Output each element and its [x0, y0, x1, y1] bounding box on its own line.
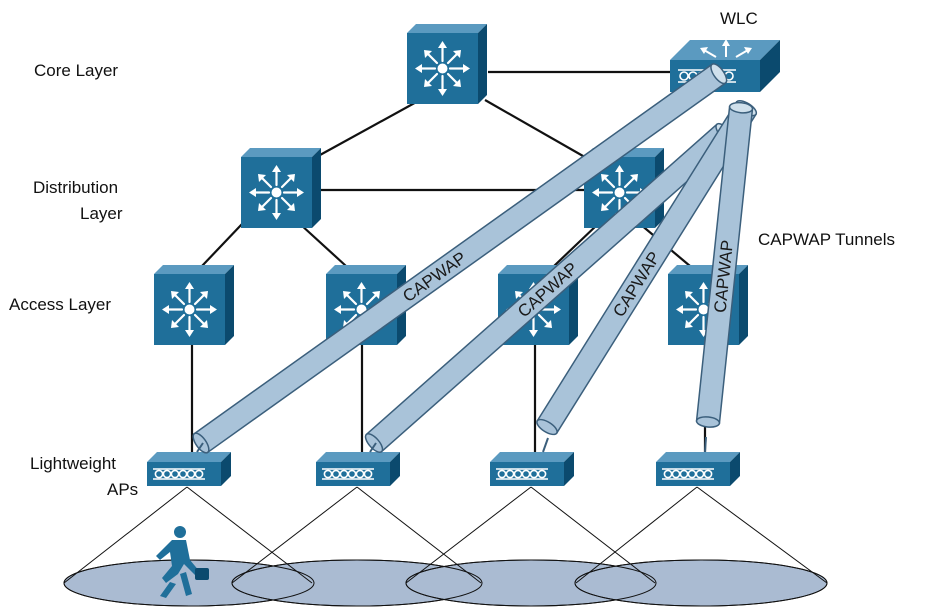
distribution-switch-1 — [241, 148, 321, 228]
lightweight-ap-4 — [656, 452, 740, 486]
access-switch-1 — [154, 265, 234, 345]
coverage-areas — [63, 486, 828, 607]
lightweight-aps-label-line2: APs — [107, 480, 138, 499]
capwap-tunnels-label: CAPWAP Tunnels — [758, 230, 895, 249]
lightweight-ap-2 — [316, 452, 400, 486]
distribution-layer-label-line2: Layer — [80, 204, 123, 223]
distribution-layer-label-line1: Distribution — [33, 178, 118, 197]
tunnel-label-1: CAPWAP — [399, 248, 470, 306]
core-layer-label: Core Layer — [34, 61, 118, 80]
capwap-tunnel-4: CAPWAP — [695, 101, 754, 428]
tunnel-label-3: CAPWAP — [609, 248, 664, 320]
lightweight-aps-label-line1: Lightweight — [30, 454, 116, 473]
access-layer-label: Access Layer — [9, 295, 111, 314]
wlc-label: WLC — [720, 9, 758, 28]
tunnel-ap-links — [196, 436, 707, 453]
lightweight-ap-1 — [147, 452, 231, 486]
walking-user-icon — [156, 526, 209, 598]
core-switch: layer3-switch-icon — [407, 24, 487, 104]
lightweight-ap-3 — [490, 452, 574, 486]
